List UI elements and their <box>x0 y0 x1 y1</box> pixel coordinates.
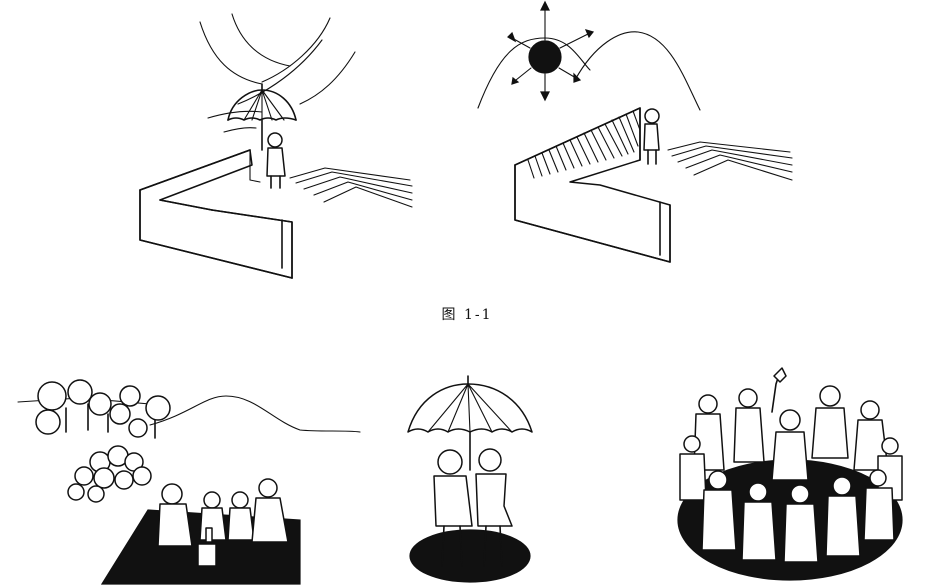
sketch-couple-umbrella <box>407 375 533 583</box>
sketch-wall-umbrella <box>139 13 413 279</box>
sketch-crowd-circle <box>677 367 903 581</box>
figure-caption: 图 1-1 <box>441 307 493 323</box>
sketch-picnic <box>17 379 361 585</box>
sketch-wall-sun <box>477 0 793 263</box>
